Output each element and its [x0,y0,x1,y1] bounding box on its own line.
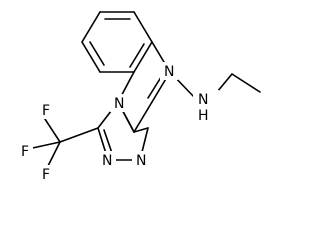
atom-n-ring: N [164,64,174,80]
atom-n-triazole-a: N [102,153,112,169]
atom-f-bottom: F [42,167,50,183]
atom-f-top: F [42,103,50,119]
trifluoromethyl-bonds [27,115,99,173]
atom-n-ring-bottom: N [114,96,124,112]
atom-f-left: F [21,144,29,160]
benzene-ring-bonds [81,11,153,73]
atom-nh-h: H [198,108,209,124]
atom-labels: N N N N N H F F F [17,62,219,183]
molecule-diagram: N N N N N H F F F [17,11,261,183]
atom-n-triazole-b: N [136,153,146,169]
atom-nh-n: N [198,92,208,108]
